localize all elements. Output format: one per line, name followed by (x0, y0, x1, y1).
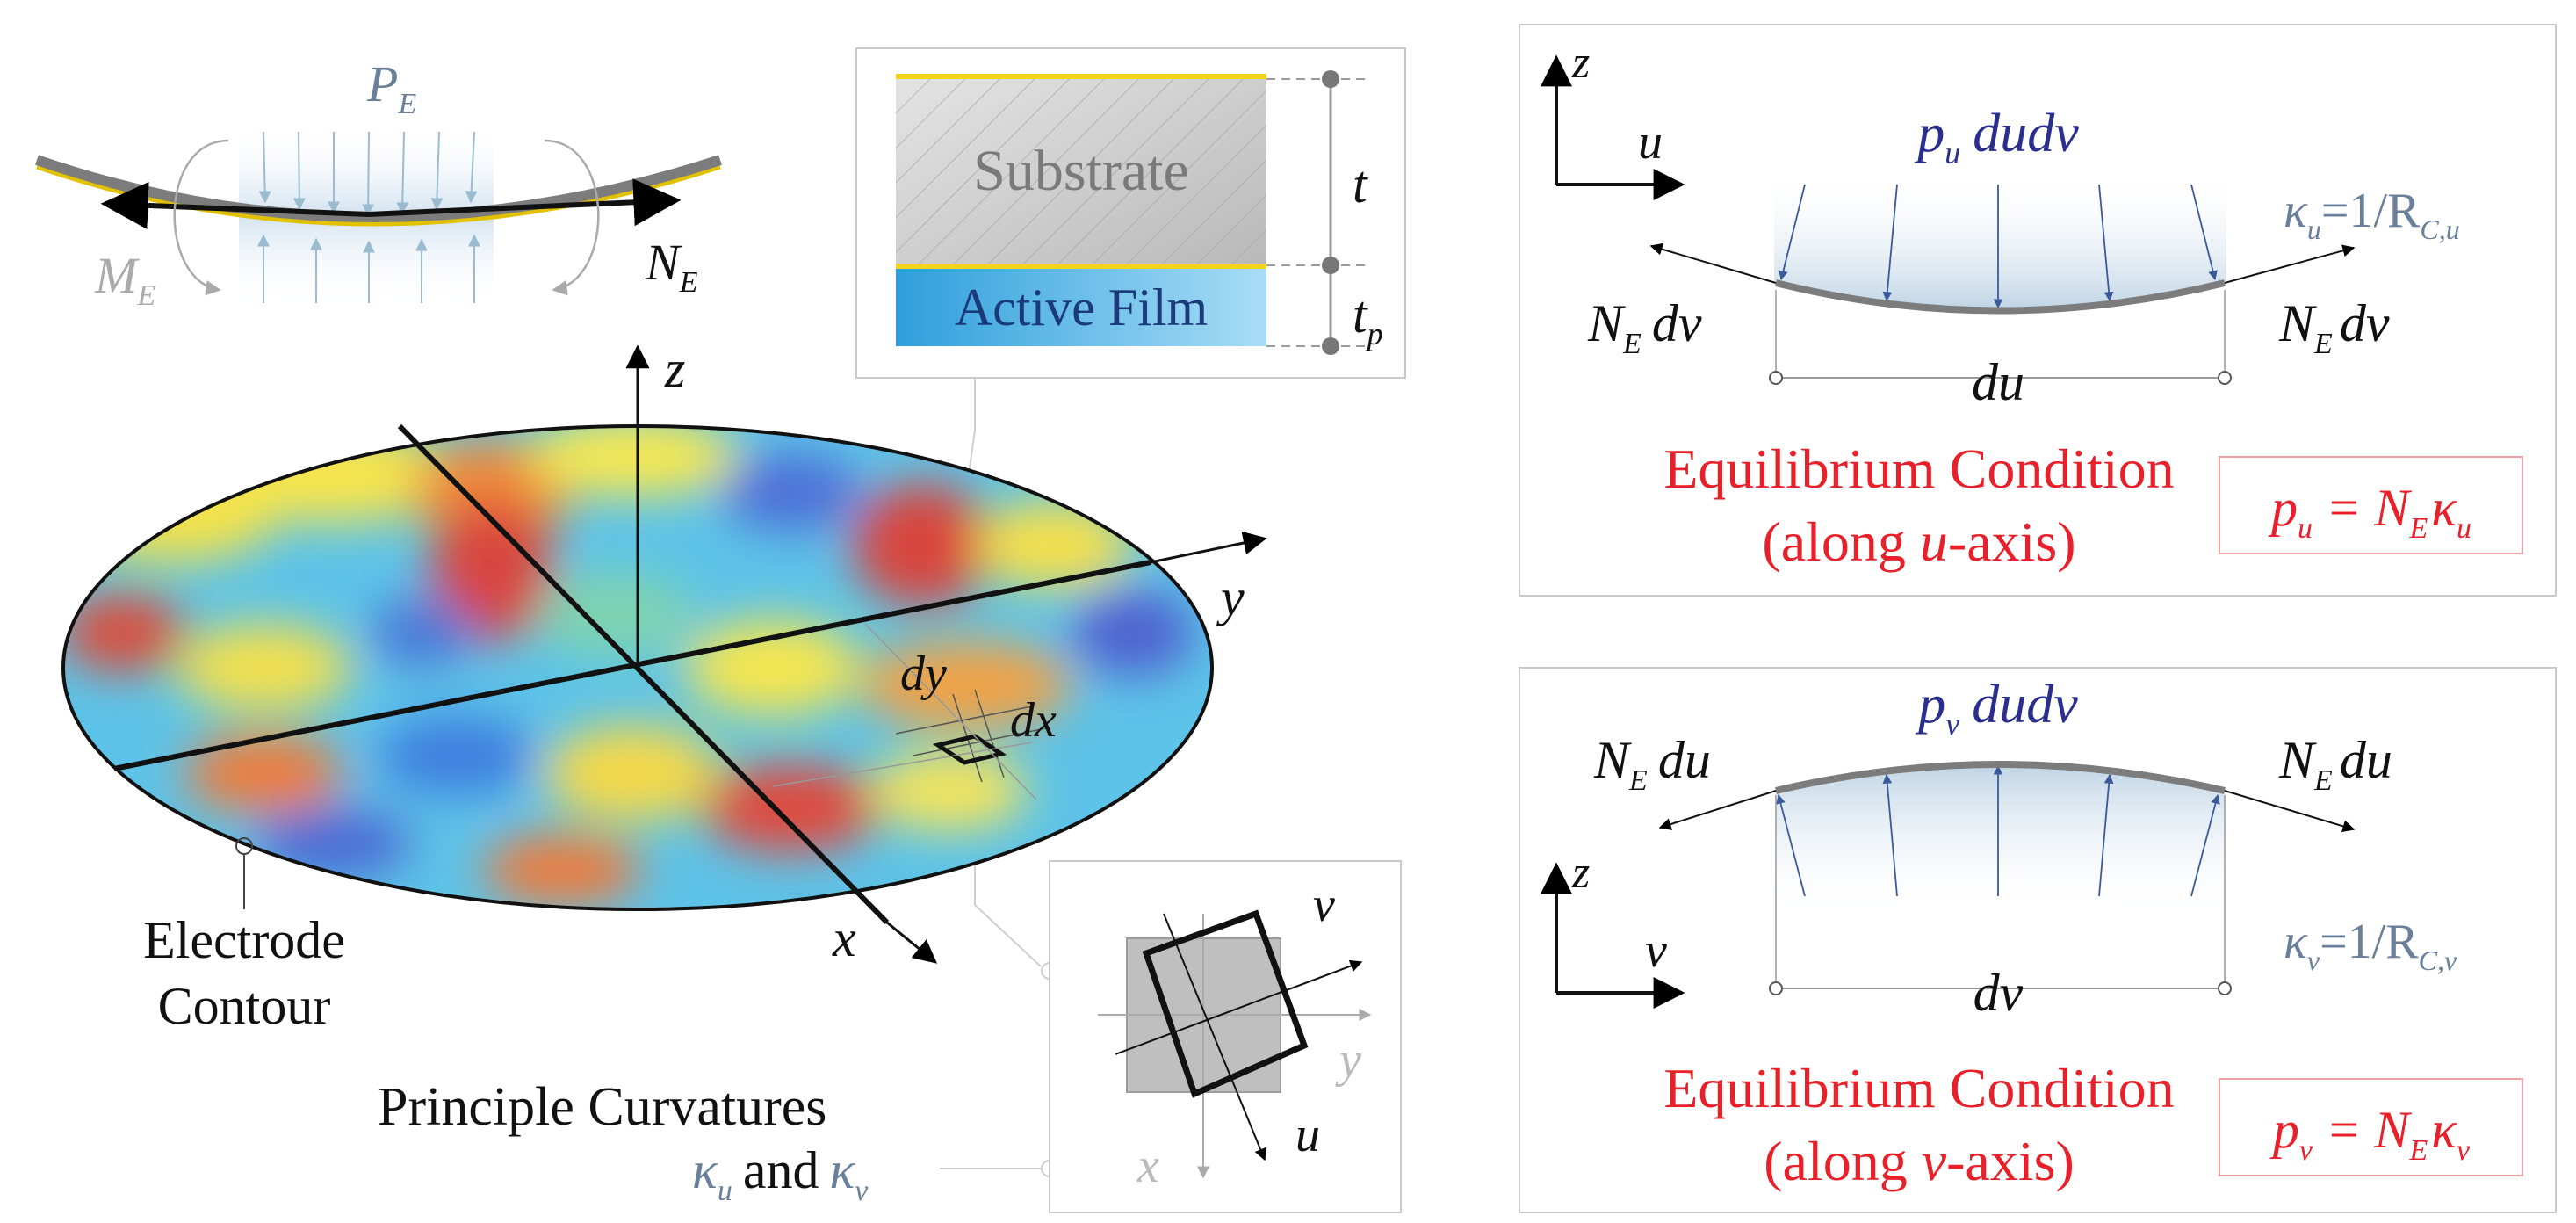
inset-u-axis (1163, 913, 1266, 1161)
inset-u-label: u (1295, 1108, 1320, 1162)
inset-y-label: y (1335, 1033, 1361, 1088)
bent-plate-sketch: PE ME NE (35, 55, 722, 312)
force-arrow-left (100, 181, 370, 229)
panel-u-equation-box (2219, 456, 2523, 554)
substrate-hatch (896, 77, 1266, 264)
moment-arrow-right (544, 139, 600, 296)
panel-u-left-force-arrow (1649, 242, 1777, 284)
panel-u-u-label: u (1638, 115, 1663, 170)
panel-v-equation-box (2219, 1078, 2523, 1176)
inset-x-label: x (1136, 1139, 1159, 1193)
panel-u-equation: pu = NEκu (2268, 479, 2471, 545)
panel-u-condition-line1: Equilibrium Condition (1663, 438, 2174, 500)
panel-u-pressure-arrows (1779, 184, 2218, 309)
x-axis-arrow (886, 921, 938, 964)
panel-u-dim-node-right (2218, 371, 2232, 385)
x-axis-line (397, 423, 890, 925)
dy-label: dy (900, 647, 947, 701)
panel-v-equation: pv = NEκv (2269, 1101, 2471, 1167)
dimension-guides (1266, 78, 1370, 347)
panel-v-dim-node-left (1769, 981, 1783, 995)
panel-u-membrane (1775, 279, 2226, 315)
panel-v-condition-line2: (along v-axis) (1764, 1130, 2075, 1192)
principle-curvatures-label: Principle Curvatures (378, 1077, 826, 1137)
x-axis-label: x (832, 909, 856, 967)
panel-v-dim-node-right (2218, 981, 2232, 995)
panel-v-v-label: v (1645, 923, 1667, 978)
pressure-arrows-top (258, 131, 478, 217)
moment-arrow-left (173, 139, 229, 296)
bottom-electrode (896, 264, 1266, 269)
uv-element (1142, 909, 1309, 1098)
z-axis-label: z (664, 340, 685, 398)
y-axis-label: y (1216, 568, 1245, 626)
rotated-element-inset: v u x y (1049, 860, 1402, 1213)
panel-v-condition-line1: Equilibrium Condition (1663, 1057, 2174, 1119)
element-grid (895, 689, 1050, 783)
active-film-label: Active Film (955, 279, 1208, 337)
panel-v-z-label: z (1571, 848, 1590, 898)
layer-stack-inset: Substrate Active Film t tp (855, 47, 1406, 379)
panel-v-curvature-label: κv=1/RC,v (2284, 915, 2457, 976)
inset-v-axis (1115, 959, 1363, 1055)
active-film-block (896, 269, 1266, 346)
y-axis-arrow (1150, 531, 1267, 564)
dx-label: dx (1010, 693, 1057, 748)
panel-u-curvature-label: κu=1/RC,u (2284, 184, 2460, 245)
electrode-line1: Electrode (143, 911, 345, 969)
panel-v-left-force-arrow (1658, 790, 1777, 830)
moment-label: ME (94, 247, 155, 312)
force-arrow-right (368, 178, 682, 227)
element-leader-2 (772, 742, 1033, 787)
panel-v-right-force-arrow (2224, 790, 2356, 833)
dim-node-bottom (1322, 337, 1339, 355)
pressure-arrows-bottom (257, 234, 480, 303)
dim-node-mid (1322, 257, 1339, 274)
force-label: NE (645, 234, 698, 299)
panel-u-dim-node-left (1769, 371, 1783, 385)
panel-v-span-label: dv (1973, 964, 2024, 1022)
panel-u-pressure-field (1774, 171, 2226, 310)
electrode-line2: Contour (158, 977, 331, 1035)
panel-u-condition-line2: (along u-axis) (1762, 510, 2075, 573)
panel-u-span-label: du (1972, 353, 2024, 411)
panel-v-pressure-arrows (1776, 764, 2220, 897)
dim-node-top (1322, 70, 1339, 88)
inset-v-label: v (1313, 878, 1335, 932)
top-electrode (896, 74, 1266, 79)
panel-u-z-label: z (1571, 38, 1590, 88)
thickness-t-label: t (1353, 156, 1368, 213)
thickness-tp-label: tp (1353, 286, 1383, 351)
panel-v-pressure-field (1776, 764, 2225, 914)
panel-v-membrane (1775, 761, 2226, 794)
differential-element (932, 734, 1007, 765)
panel-u-right-force-arrow (2224, 244, 2356, 284)
element-leader (864, 623, 1037, 800)
pressure-label: PE (366, 55, 416, 120)
substrate-label: Substrate (973, 139, 1189, 203)
